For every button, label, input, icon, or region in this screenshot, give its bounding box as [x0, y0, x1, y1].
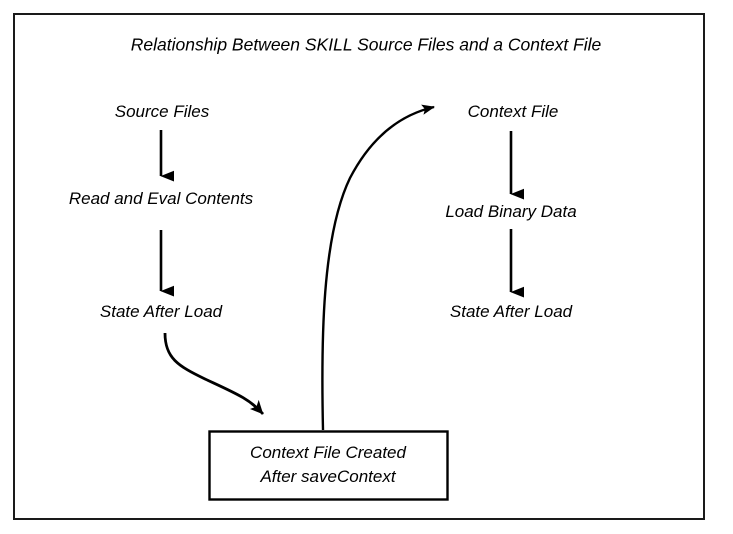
node-context-file: Context File — [467, 102, 559, 121]
node-left-state-after-load: State After Load — [99, 302, 223, 321]
node-source-files: Source Files — [114, 102, 210, 121]
context-box-line-1: Context File Created — [250, 443, 406, 462]
connector-left-state-to-context-box — [163, 332, 265, 415]
node-read-and-eval-contents: Read and Eval Contents — [68, 189, 254, 208]
context-box-label: Context File Created After saveContext — [209, 441, 447, 489]
context-file-created-box — [208, 430, 449, 501]
node-load-binary-data: Load Binary Data — [445, 202, 577, 221]
node-right-state-after-load: State After Load — [449, 302, 573, 321]
context-box-line-2: After saveContext — [260, 467, 396, 486]
figure-title: Relationship Between SKILL Source Files … — [130, 34, 602, 55]
connector-context-box-to-context-file — [321, 104, 435, 431]
